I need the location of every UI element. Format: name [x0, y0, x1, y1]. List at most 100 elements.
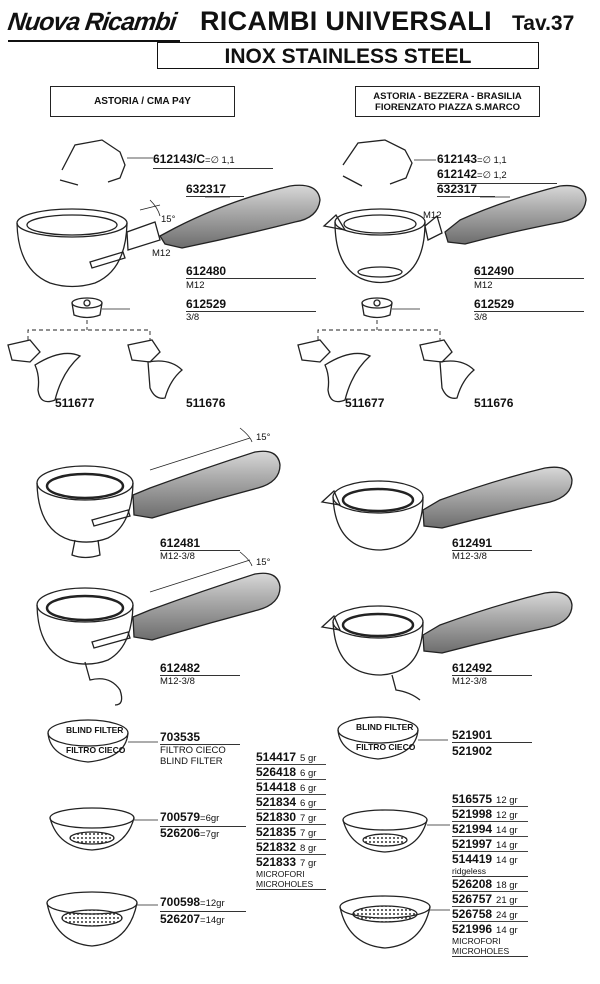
right-portafilter-single-spout-icon: [320, 480, 424, 551]
page-subtitle: INOX STAINLESS STEEL: [157, 42, 539, 69]
right-spout-double-icon: [297, 339, 372, 403]
right-gasket2-label: 612142=∅ 1,2: [437, 165, 557, 184]
single-note-line1: MICROFORI: [256, 869, 305, 879]
left-holder-3-code: 612482: [160, 661, 240, 676]
left-nut-icon: [71, 297, 103, 319]
right-handle-2-icon: [422, 466, 573, 529]
double-note-line2: MICROHOLES: [452, 946, 528, 957]
right-spout-double-code: 511677: [345, 396, 385, 410]
left-holder-2-spec: M12-3/8: [160, 551, 195, 562]
right-blind-code-1: 521901: [452, 728, 532, 743]
right-gasket-icon: [342, 139, 413, 187]
right-model-line2: FIORENZATO PIAZZA S.MARCO: [375, 101, 520, 113]
right-holder-3-code: 612492: [452, 661, 532, 676]
right-blind-code-2: 521902: [452, 744, 493, 758]
right-single-filter-icon: [342, 809, 428, 853]
left-disc-bottom-text: FILTRO CIECO: [66, 745, 126, 755]
left-filter-1-b: 526206=7gr: [160, 826, 220, 840]
right-thread-label: M12: [423, 210, 442, 221]
left-angle-label: 15°: [161, 214, 176, 225]
left-disc-top-text: BLIND FILTER: [66, 725, 124, 735]
left-blind-line2: BLIND FILTER: [160, 756, 223, 767]
left-holder-label: 612480: [186, 264, 316, 279]
right-spout-single-code: 511676: [474, 396, 514, 410]
left-double-filter-icon: [46, 891, 138, 947]
left-gasket-label: 612143/C=∅ 1,1: [153, 150, 273, 169]
left-spout-single-icon: [127, 339, 183, 399]
left-thread-label: M12: [152, 248, 171, 259]
right-nut-spec: 3/8: [474, 312, 488, 323]
right-blind-filter-icon: [337, 716, 419, 760]
left-nut-code: 612529: [186, 297, 316, 312]
right-nut-icon: [361, 297, 393, 319]
left-portafilter-single-spout-icon: [36, 465, 134, 559]
mid-angle-1: 15°: [256, 432, 271, 443]
left-filter-2-b: 526207=14gr: [160, 912, 225, 926]
right-holder-spec: M12: [474, 280, 493, 291]
right-disc-bottom-text: FILTRO CIECO: [356, 742, 416, 752]
left-portafilter-double-spout-icon: [36, 587, 134, 706]
left-single-filter-icon: [49, 807, 135, 851]
right-spout-single-icon: [419, 339, 475, 399]
right-model-box: ASTORIA - BEZZERA - BRASILIA FIORENZATO …: [355, 86, 540, 117]
left-model-box: ASTORIA / CMA P4Y: [50, 86, 235, 117]
left-spout-single-code: 511676: [186, 396, 226, 410]
single-note-line2: MICROHOLES: [256, 879, 326, 890]
left-blind-line1: FILTRO CIECO: [160, 745, 226, 756]
left-handle-icon: [159, 184, 321, 249]
left-spout-double-code: 511677: [55, 396, 95, 410]
left-handle-3-icon: [132, 572, 281, 641]
right-gasket1-label: 612143=∅ 1,1: [437, 152, 507, 166]
right-handle-code: 632317: [437, 182, 495, 197]
brand-underline: [8, 40, 180, 42]
mid-angle-2: 15°: [256, 557, 271, 568]
left-gasket-icon: [59, 139, 126, 186]
right-holder-3-spec: M12-3/8: [452, 676, 487, 687]
left-handle-code: 632317: [186, 182, 244, 197]
right-portafilter-icon: [322, 208, 443, 284]
double-note-line1: MICROFORI: [452, 936, 501, 946]
left-holder-3-spec: M12-3/8: [160, 676, 195, 687]
right-handle-3-icon: [422, 591, 573, 654]
left-portafilter-icon: [16, 199, 161, 288]
left-filter-2-a: 700598=12gr: [160, 893, 246, 912]
left-blind-filter-icon: [47, 719, 129, 763]
left-model-label: ASTORIA / CMA P4Y: [94, 96, 191, 107]
right-holder-2-spec: M12-3/8: [452, 551, 487, 562]
right-handle-icon: [444, 184, 587, 245]
left-filter-1-a: 700579=6gr: [160, 808, 246, 827]
right-portafilter-double-spout-icon: [320, 605, 424, 701]
right-model-line1: ASTORIA - BEZZERA - BRASILIA: [373, 90, 522, 102]
left-holder-spec: M12: [186, 280, 205, 291]
right-disc-top-text: BLIND FILTER: [356, 722, 414, 732]
left-blind-code: 703535: [160, 730, 240, 745]
right-holder-2-code: 612491: [452, 536, 532, 551]
left-handle-2-icon: [132, 450, 281, 519]
left-nut-spec: 3/8: [186, 312, 200, 323]
left-holder-2-code: 612481: [160, 536, 240, 551]
left-spout-double-icon: [7, 339, 82, 403]
right-double-filter-icon: [339, 895, 431, 949]
double-note-ridgeless: ridgeless: [452, 866, 528, 877]
right-nut-code: 612529: [474, 297, 584, 312]
table-number: Tav.37: [512, 12, 575, 35]
